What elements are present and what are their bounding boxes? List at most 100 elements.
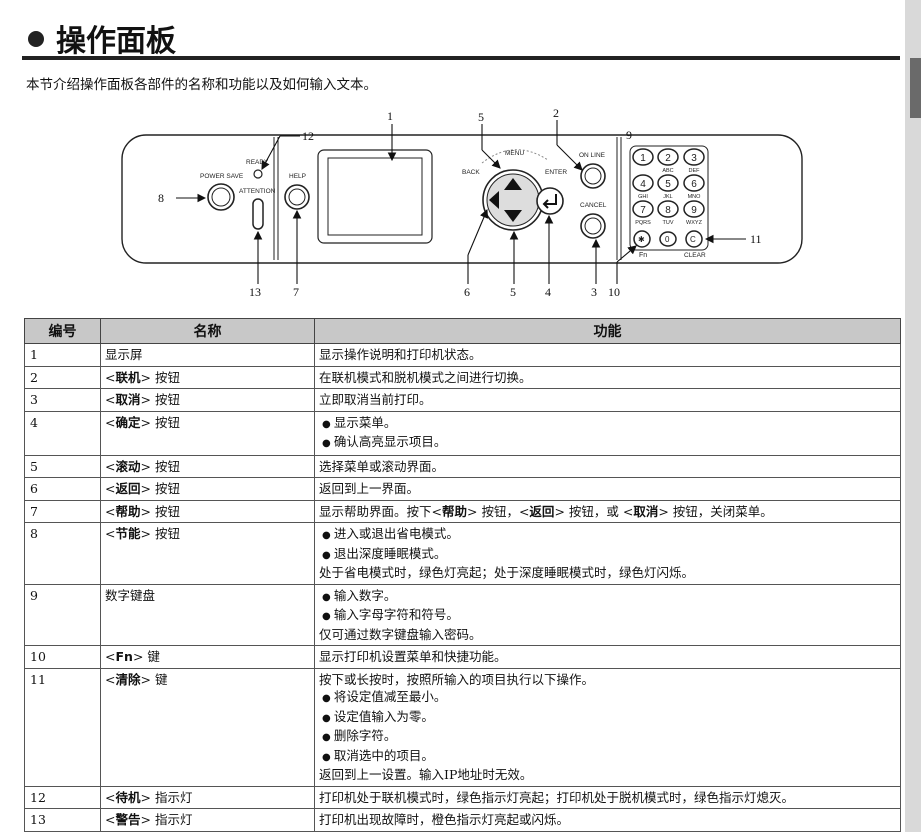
row-number: 2 [24,365,101,389]
svg-text:10: 10 [608,285,620,299]
row-number: 6 [24,477,101,501]
on-line-label: ON LINE [579,152,606,159]
callouts [176,120,746,284]
keypad-key-7[interactable] [632,200,654,218]
row-number: 12 [24,785,101,809]
svg-text:7: 7 [293,285,299,299]
table-row: 7<帮助> 按钮显示帮助界面。按下<帮助> 按钮，<返回> 按钮，或 <取消> … [24,499,901,523]
up-arrow-icon[interactable] [504,178,522,190]
svg-text:2: 2 [553,106,559,120]
keypad-key-digit: 4 [640,179,646,190]
keypad-key-digit: 1 [640,153,646,164]
keypad-key-letters: DEF [689,168,701,174]
row-name: <确定> 按钮 [100,410,315,456]
keypad-key-digit: 8 [665,205,671,216]
keypad-key-5[interactable] [657,174,679,192]
row-name: <帮助> 按钮 [100,499,315,523]
title-rule [22,56,900,60]
keypad-key-letters: MNO [688,194,702,200]
row-name: <清除> 键 [100,667,315,787]
row-number: 5 [24,454,101,478]
control-panel-diagram: POWER SAVE READY ATTENTION HELP MENU BAC… [121,106,803,299]
keypad-key-digit: 5 [665,179,671,190]
row-function: 在联机模式和脱机模式之间进行切换。 [314,365,901,389]
row-function: 进入或退出省电模式。退出深度睡眠模式。处于省电模式时，绿色灯亮起；处于深度睡眠模… [314,522,901,585]
row-function: 显示帮助界面。按下<帮助> 按钮，<返回> 按钮，或 <取消> 按钮，关闭菜单。 [314,499,901,523]
ready-label: READY [246,159,269,166]
keypad-key-9[interactable] [683,200,705,218]
row-number: 11 [24,667,101,787]
page-edge-tab [910,58,921,118]
row-name: <节能> 按钮 [100,522,315,585]
row-function: 输入数字。输入字母字符和符号。仅可通过数字键盘输入密码。 [314,583,901,646]
back-label: BACK [462,169,480,176]
row-number: 13 [24,808,101,832]
svg-text:5: 5 [510,285,516,299]
svg-text:12: 12 [302,129,314,143]
keypad-key-digit: 9 [691,205,697,216]
table-row: 9数字键盘输入数字。输入字母字符和符号。仅可通过数字键盘输入密码。 [24,583,901,646]
row-function: 立即取消当前打印。 [314,388,901,412]
keypad-key-4[interactable] [632,174,654,192]
keypad-key-letters: WXYZ [686,220,703,226]
down-arrow-icon[interactable] [504,210,522,222]
panel-outline [121,134,803,264]
col-header-number: 编号 [24,318,101,344]
row-number: 3 [24,388,101,412]
svg-text:✱: ✱ [638,235,645,244]
table-row: 10<Fn> 键显示打印机设置菜单和快捷功能。 [24,645,901,669]
keypad-key-digit: 3 [691,153,697,164]
svg-text:4: 4 [545,285,551,299]
row-name: <返回> 按钮 [100,477,315,501]
row-number: 9 [24,583,101,646]
title-bullet-icon [28,31,44,47]
keypad-key-2[interactable] [657,148,679,166]
row-function: 打印机出现故障时，橙色指示灯亮起或闪烁。 [314,808,901,832]
table-header-row: 编号 名称 功能 [24,318,901,344]
attention-label: ATTENTION [239,188,276,195]
col-header-function: 功能 [314,318,901,344]
attention-indicator [252,198,264,230]
back-arrow-icon[interactable] [489,191,499,209]
table-row: 3<取消> 按钮立即取消当前打印。 [24,388,901,412]
row-number: 4 [24,410,101,456]
keypad-key-8[interactable] [657,200,679,218]
callout-numbers: 1 2 3 4 5 5 6 7 8 9 10 11 12 13 [158,106,762,299]
keypad-key-6[interactable] [683,174,705,192]
table-row: 6<返回> 按钮返回到上一界面。 [24,477,901,501]
keypad-frame [629,145,709,251]
table-row: 4<确定> 按钮显示菜单。确认高亮显示项目。 [24,410,901,456]
row-name: <滚动> 按钮 [100,454,315,478]
display-screen [317,149,433,244]
svg-text:5: 5 [478,110,484,124]
svg-text:C: C [690,235,696,244]
clear-key[interactable] [685,230,703,248]
row-number: 7 [24,499,101,523]
fn-key[interactable] [633,230,651,248]
row-number: 10 [24,645,101,669]
table-row: 2<联机> 按钮在联机模式和脱机模式之间进行切换。 [24,365,901,389]
row-name: <待机> 指示灯 [100,785,315,809]
cancel-label: CANCEL [580,202,607,209]
keypad-key-1[interactable] [632,148,654,166]
clear-label: CLEAR [684,252,706,259]
svg-text:3: 3 [591,285,597,299]
svg-text:0: 0 [665,235,670,244]
power-save-label: POWER SAVE [200,173,244,180]
enter-icon [542,194,557,209]
keypad-key-letters: ABC [662,168,673,174]
row-function: 显示菜单。确认高亮显示项目。 [314,410,901,456]
keypad-key-digit: 2 [665,153,671,164]
svg-text:11: 11 [750,232,762,246]
keypad-key-letters: GHI [638,194,648,200]
enter-button[interactable] [536,187,564,215]
table-row: 12<待机> 指示灯打印机处于联机模式时，绿色指示灯亮起；打印机处于脱机模式时，… [24,785,901,809]
keypad-key-3[interactable] [683,148,705,166]
row-name: <Fn> 键 [100,645,315,669]
intro-text: 本节介绍操作面板各部件的名称和功能以及如何输入文本。 [26,77,377,93]
row-name: 显示屏 [100,343,315,367]
table-row: 13<警告> 指示灯打印机出现故障时，橙色指示灯亮起或闪烁。 [24,808,901,832]
